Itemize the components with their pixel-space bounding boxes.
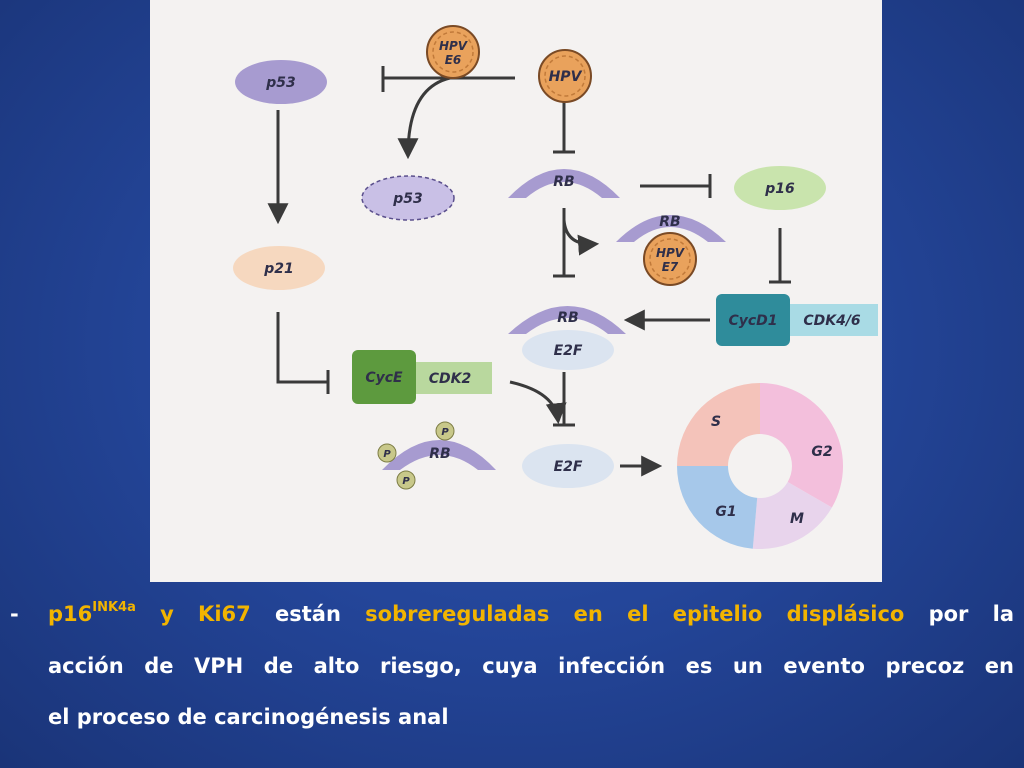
arrow-to-p53-degraded — [397, 76, 451, 160]
caption-p16-text: p16 — [48, 602, 93, 626]
phase-g1-segment — [677, 466, 758, 549]
phase-m-label: M — [790, 511, 804, 527]
phase-g2-segment — [760, 383, 844, 508]
phase-m-segment — [752, 482, 832, 550]
cell-cycle-wheel: S G2 G1 M — [677, 383, 844, 550]
hpv-e7-label-2: E7 — [662, 260, 679, 274]
arrow-cdk2-to-rb — [509, 380, 567, 425]
inhibit-p21-to-cyce — [276, 312, 328, 384]
cdk46-label: CDK4/6 — [803, 313, 861, 329]
hpv-e7-label-1: HPV — [656, 246, 686, 260]
arrow-to-rb-hpv — [562, 219, 600, 256]
phase-g1-label: G1 — [715, 504, 736, 520]
rb-e2f-complex: E2F RB — [508, 306, 626, 370]
e2f-bound-label: E2F — [554, 343, 583, 359]
e2f-free-node: E2F — [522, 444, 614, 488]
phosphate-label-1: P — [383, 449, 391, 460]
slide-caption: - p16INK4a y Ki67 están sobrereguladas e… — [0, 590, 1024, 760]
phase-s-segment — [677, 383, 760, 466]
phase-s-label: S — [711, 414, 721, 430]
p16-node: p16 — [734, 166, 826, 210]
caption-sobrereguladas: sobrereguladas — [365, 602, 550, 626]
bullet-dash: - — [10, 602, 19, 626]
e2f-free-label: E2F — [554, 459, 583, 475]
caption-line-3: el proceso de carcinogénesis anal — [48, 705, 449, 729]
hpv-e6-label-1: HPV — [439, 39, 469, 53]
rb-e2f-label: RB — [557, 310, 578, 326]
rb-label: RB — [553, 174, 574, 190]
caption-displasico: displásico — [786, 602, 905, 626]
rb-phosphorylated: RB P P P — [377, 421, 496, 490]
hpv-node: HPV — [538, 49, 592, 103]
caption-line-2: acción de VPH de alto riesgo, cuya infec… — [48, 654, 1014, 678]
hpv-e6-node: HPV E6 — [426, 25, 480, 79]
p16-label: p16 — [764, 181, 795, 197]
p53-degraded-label: p53 — [392, 191, 423, 207]
caption-ink4a-sup: INK4a — [92, 600, 136, 615]
cyce-cdk2-complex: CDK2 CycE — [352, 350, 492, 404]
cyce-label: CycE — [365, 370, 403, 386]
rb-p-label: RB — [429, 446, 450, 462]
caption-epitelio: en el epitelio — [573, 602, 763, 626]
cycd1-label: CycD1 — [728, 313, 777, 329]
phosphate-label-2: P — [441, 427, 449, 438]
rb-hpv-e7-complex: RB HPV E7 — [616, 214, 726, 286]
p53-label: p53 — [265, 75, 296, 91]
caption-line-1: p16INK4a y Ki67 están sobrereguladas en … — [48, 600, 1015, 626]
pathway-figure: p53 HPV E6 HPV p53 RB p16 RB HPV E7 — [150, 0, 882, 582]
caption-por-la: por la — [928, 602, 1015, 626]
cdk2-label: CDK2 — [429, 371, 472, 387]
p21-label: p21 — [263, 261, 294, 277]
rb-hpv-label: RB — [659, 214, 680, 230]
p53-node: p53 — [235, 60, 327, 104]
hpv-e6-label-2: E6 — [445, 53, 462, 67]
phase-g2-label: G2 — [811, 444, 832, 460]
p53-degraded-node: p53 — [361, 175, 455, 221]
pathway-diagram: p53 HPV E6 HPV p53 RB p16 RB HPV E7 — [233, 25, 878, 550]
phosphate-label-3: P — [402, 476, 410, 487]
hpv-label: HPV — [549, 69, 583, 85]
rb-node: RB — [508, 169, 620, 198]
caption-ki67: y Ki67 — [160, 602, 251, 626]
p21-node: p21 — [233, 246, 325, 290]
caption-estan: están — [275, 602, 341, 626]
cycd1-cdk46-complex: CDK4/6 CycD1 — [716, 294, 878, 346]
caption-p16: p16INK4a — [48, 600, 136, 626]
